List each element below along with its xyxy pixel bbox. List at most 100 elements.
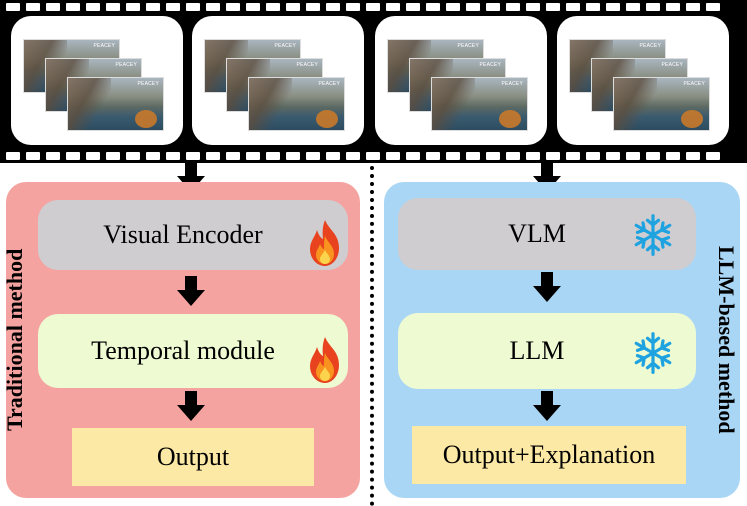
- frame-tag: PEACEY: [115, 62, 137, 68]
- film-strip: PEACEY PEACEY PEACEY PEACEY PEACEY PEACE…: [0, 0, 747, 163]
- vlm-label: VLM: [508, 219, 566, 248]
- frame-tag: PEACEY: [501, 81, 523, 87]
- visual-encoder-label: Visual Encoder: [103, 220, 263, 249]
- film-perforation: [6, 3, 20, 11]
- frame-tag: PEACEY: [457, 43, 479, 49]
- film-perforation: [546, 3, 560, 11]
- film-perforation: [366, 152, 380, 160]
- film-frame-1: PEACEY PEACEY PEACEY: [11, 16, 183, 145]
- frame-tag: PEACEY: [479, 62, 501, 68]
- frame-tag: PEACEY: [661, 62, 683, 68]
- film-perforation: [226, 152, 240, 160]
- film-perforation: [326, 152, 340, 160]
- film-perforation: [86, 152, 100, 160]
- method-divider: [370, 166, 374, 506]
- film-perforation: [466, 152, 480, 160]
- film-perforation: [586, 152, 600, 160]
- film-perforation: [426, 152, 440, 160]
- film-perforation: [186, 152, 200, 160]
- llm-based-method-label: LLM-based method: [714, 246, 739, 434]
- film-perforation: [666, 152, 680, 160]
- film-perforation: [426, 3, 440, 11]
- snowflake-icon: [634, 332, 672, 374]
- film-perforation: [526, 152, 540, 160]
- film-perforation: [306, 3, 320, 11]
- film-perforation: [446, 152, 460, 160]
- film-perforation: [586, 3, 600, 11]
- film-perforation: [666, 3, 680, 11]
- film-perforations-top: [6, 3, 741, 11]
- film-frame-2: PEACEY PEACEY PEACEY: [192, 16, 364, 145]
- film-perforation: [266, 152, 280, 160]
- film-perforation: [166, 152, 180, 160]
- film-perforation: [166, 3, 180, 11]
- film-perforation: [406, 152, 420, 160]
- film-perforation: [506, 152, 520, 160]
- film-perforation: [626, 3, 640, 11]
- film-perforation: [146, 152, 160, 160]
- film-perforation: [206, 152, 220, 160]
- fire-icon: [310, 337, 339, 383]
- film-perforation: [346, 3, 360, 11]
- film-perforation: [706, 152, 720, 160]
- film-perforation: [66, 3, 80, 11]
- llm-output-box: Output+Explanation: [412, 426, 686, 484]
- frame-tag: PEACEY: [137, 81, 159, 87]
- film-perforation: [306, 152, 320, 160]
- film-perforation: [126, 152, 140, 160]
- film-perforation: [606, 3, 620, 11]
- snowflake-icon: [634, 214, 672, 256]
- film-perforation: [206, 3, 220, 11]
- film-perforation: [226, 3, 240, 11]
- film-perforation: [286, 152, 300, 160]
- film-perforation: [246, 3, 260, 11]
- film-perforation: [526, 3, 540, 11]
- arrow-down-icon: [533, 272, 561, 302]
- frame-tag: PEACEY: [274, 43, 296, 49]
- film-perforation: [706, 3, 720, 11]
- llm-label: LLM: [509, 336, 565, 365]
- film-frame-4: PEACEY PEACEY PEACEY: [557, 16, 729, 145]
- film-perforation: [86, 3, 100, 11]
- film-perforation: [406, 3, 420, 11]
- frame-tag: PEACEY: [639, 43, 661, 49]
- film-perforation: [26, 3, 40, 11]
- video-frame-thumbnail: PEACEY: [67, 77, 164, 131]
- arrow-down-icon: [177, 276, 205, 306]
- vlm-box: VLM: [398, 198, 696, 270]
- film-perforation: [46, 152, 60, 160]
- arrow-down-icon: [177, 391, 205, 421]
- film-perforation: [346, 152, 360, 160]
- frame-tag: PEACEY: [318, 81, 340, 87]
- film-perforation: [466, 3, 480, 11]
- traditional-method-label: Traditional method: [2, 248, 27, 432]
- film-perforation: [186, 3, 200, 11]
- film-perforation: [286, 3, 300, 11]
- film-perforation: [386, 152, 400, 160]
- temporal-module-box: Temporal module: [38, 314, 348, 388]
- film-perforation: [606, 152, 620, 160]
- film-frame-3: PEACEY PEACEY PEACEY: [375, 16, 547, 145]
- temporal-module-label: Temporal module: [91, 336, 275, 365]
- arrow-down-icon: [533, 391, 561, 421]
- film-perforation: [106, 152, 120, 160]
- film-perforation: [626, 152, 640, 160]
- arrow-down-icon: [177, 162, 205, 192]
- film-perforation: [546, 152, 560, 160]
- film-perforation: [26, 152, 40, 160]
- arrow-down-icon: [533, 162, 561, 192]
- film-perforation: [446, 3, 460, 11]
- film-perforation: [486, 3, 500, 11]
- film-perforation: [326, 3, 340, 11]
- film-perforation: [246, 152, 260, 160]
- video-frame-thumbnail: PEACEY: [431, 77, 528, 131]
- film-perforation: [266, 3, 280, 11]
- film-perforation: [146, 3, 160, 11]
- film-perforation: [386, 3, 400, 11]
- film-perforation: [486, 152, 500, 160]
- film-perforations-bottom: [6, 152, 741, 160]
- video-frame-thumbnail: PEACEY: [248, 77, 345, 131]
- film-perforation: [6, 152, 20, 160]
- frame-tag: PEACEY: [296, 62, 318, 68]
- film-perforation: [686, 152, 700, 160]
